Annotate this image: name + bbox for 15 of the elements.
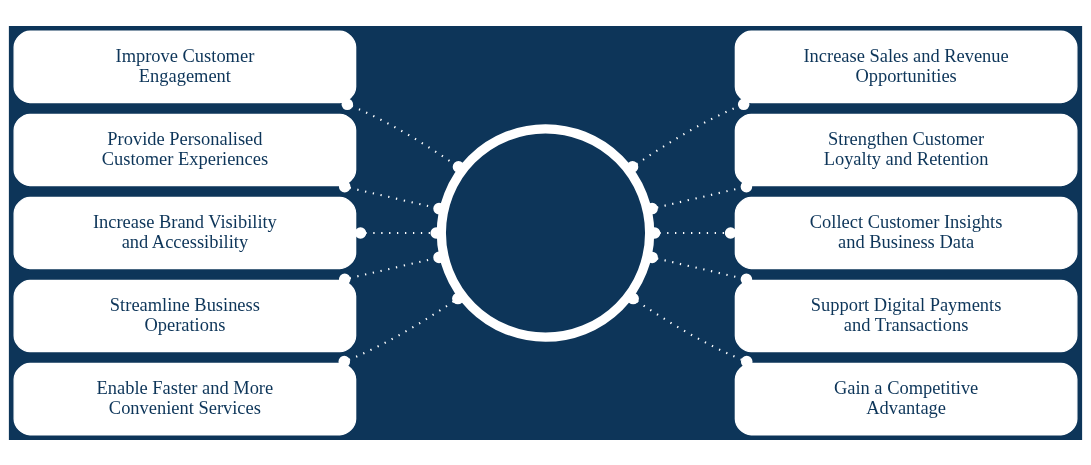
node-box: Improve Customer Engagement <box>13 30 357 103</box>
node-box: Increase Sales and Revenue Opportunities <box>734 30 1078 103</box>
connector <box>341 98 465 173</box>
connector <box>338 292 464 367</box>
node-box: Streamline Business Operations <box>13 279 357 352</box>
node-box: Increase Brand Visibility and Accessibility <box>13 196 357 269</box>
node-box: Gain a Competitive Advantage <box>734 362 1078 435</box>
node-box: Strengthen Customer Loyalty and Retention <box>734 113 1078 186</box>
node-box: Enable Faster and More Convenient Services <box>13 362 357 435</box>
connector <box>627 292 753 367</box>
node-box: Support Digital Payments and Transactions <box>734 279 1078 352</box>
connector <box>626 98 750 173</box>
node-box: Collect Customer Insights and Business Data <box>734 196 1078 269</box>
node-circle <box>436 123 655 342</box>
node-box: Provide Personalised Customer Experiences <box>13 113 357 186</box>
